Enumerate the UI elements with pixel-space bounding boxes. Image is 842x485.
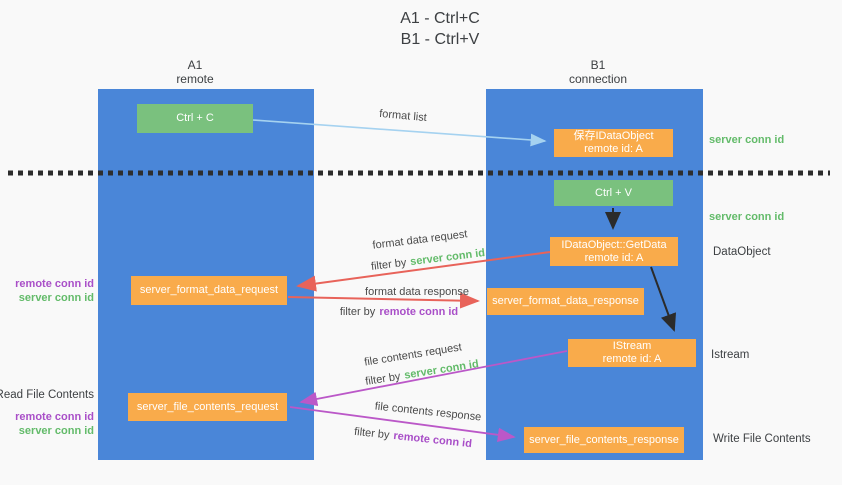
server-conn-id-filter-1: server conn id — [409, 247, 486, 269]
filter-by-text-2: filter by — [339, 306, 376, 318]
left-label-server-conn-id-2: server conn id — [18, 425, 94, 437]
node-idataobject-getdata: IDataObject::GetData remote id: A — [550, 237, 678, 266]
filter-by-text-4: filter by — [353, 425, 391, 442]
lane-b1-name: B1 — [590, 58, 606, 72]
lane-b1-role: connection — [568, 72, 628, 86]
node-getdata-line2: remote id: A — [584, 251, 644, 264]
edge-label-format-list: format list — [378, 107, 428, 125]
node-ctrl-c: Ctrl + C — [137, 104, 253, 133]
filter-by-text-1: filter by — [370, 256, 408, 273]
title-line-1: A1 - Ctrl+C — [400, 10, 480, 27]
remote-conn-id-filter-2: remote conn id — [392, 429, 473, 451]
right-label-write-file-contents: Write File Contents — [713, 433, 811, 445]
edge-label-format-data-response: format data response — [365, 286, 469, 298]
lane-header-b1: B1 connection — [518, 58, 678, 86]
node-file-request-label: server_file_contents_request — [136, 400, 279, 413]
node-format-response-label: server_format_data_response — [492, 295, 639, 307]
right-label-istream: Istream — [711, 349, 750, 361]
node-save-idataobject-line2: remote id: A — [584, 143, 643, 155]
lane-a1-role: remote — [176, 72, 214, 86]
filter-by-text-3: filter by — [364, 370, 402, 388]
node-ctrl-c-label: Ctrl + C — [176, 112, 214, 124]
node-istream-line1: IStream — [612, 340, 652, 352]
right-label-server-conn-id-1: server conn id — [709, 134, 785, 146]
node-save-idataobject-line1: 保存IDataObject — [573, 130, 654, 142]
left-label-read-file-contents: Read File Contents — [0, 389, 94, 401]
node-istream: IStream remote id: A — [568, 339, 696, 367]
left-label-remote-conn-id-2: remote conn id — [15, 411, 94, 423]
node-ctrl-v-label: Ctrl + V — [595, 186, 632, 199]
right-label-server-conn-id-2: server conn id — [709, 211, 785, 223]
diagram-title: A1 - Ctrl+C B1 - Ctrl+V — [340, 8, 540, 50]
right-label-dataobject: DataObject — [713, 246, 771, 258]
title-line-2: B1 - Ctrl+V — [400, 31, 480, 48]
left-label-remote-conn-id-1: remote conn id — [15, 278, 94, 290]
node-istream-line2: remote id: A — [602, 353, 662, 365]
node-server-file-contents-response: server_file_contents_response — [524, 427, 684, 453]
server-conn-id-filter-2: server conn id — [403, 358, 480, 382]
remote-conn-id-filter-1: remote conn id — [379, 306, 459, 318]
node-server-file-contents-request: server_file_contents_request — [128, 393, 287, 421]
node-server-format-data-request: server_format_data_request — [131, 276, 287, 305]
node-file-response-label: server_file_contents_response — [529, 433, 679, 446]
lane-header-a1: A1 remote — [115, 58, 275, 86]
node-format-request-label: server_format_data_request — [139, 284, 279, 296]
lane-a1-name: A1 — [187, 58, 203, 72]
left-label-server-conn-id-1: server conn id — [18, 292, 94, 304]
node-server-format-data-response: server_format_data_response — [487, 288, 644, 315]
node-save-idataobject: 保存IDataObject remote id: A — [554, 129, 673, 157]
edge-label-file-contents-response: file contents response — [374, 400, 482, 424]
node-getdata-line1: IDataObject::GetData — [561, 238, 667, 251]
edge-label-format-data-request: format data request — [371, 228, 469, 252]
node-ctrl-v: Ctrl + V — [554, 180, 673, 206]
